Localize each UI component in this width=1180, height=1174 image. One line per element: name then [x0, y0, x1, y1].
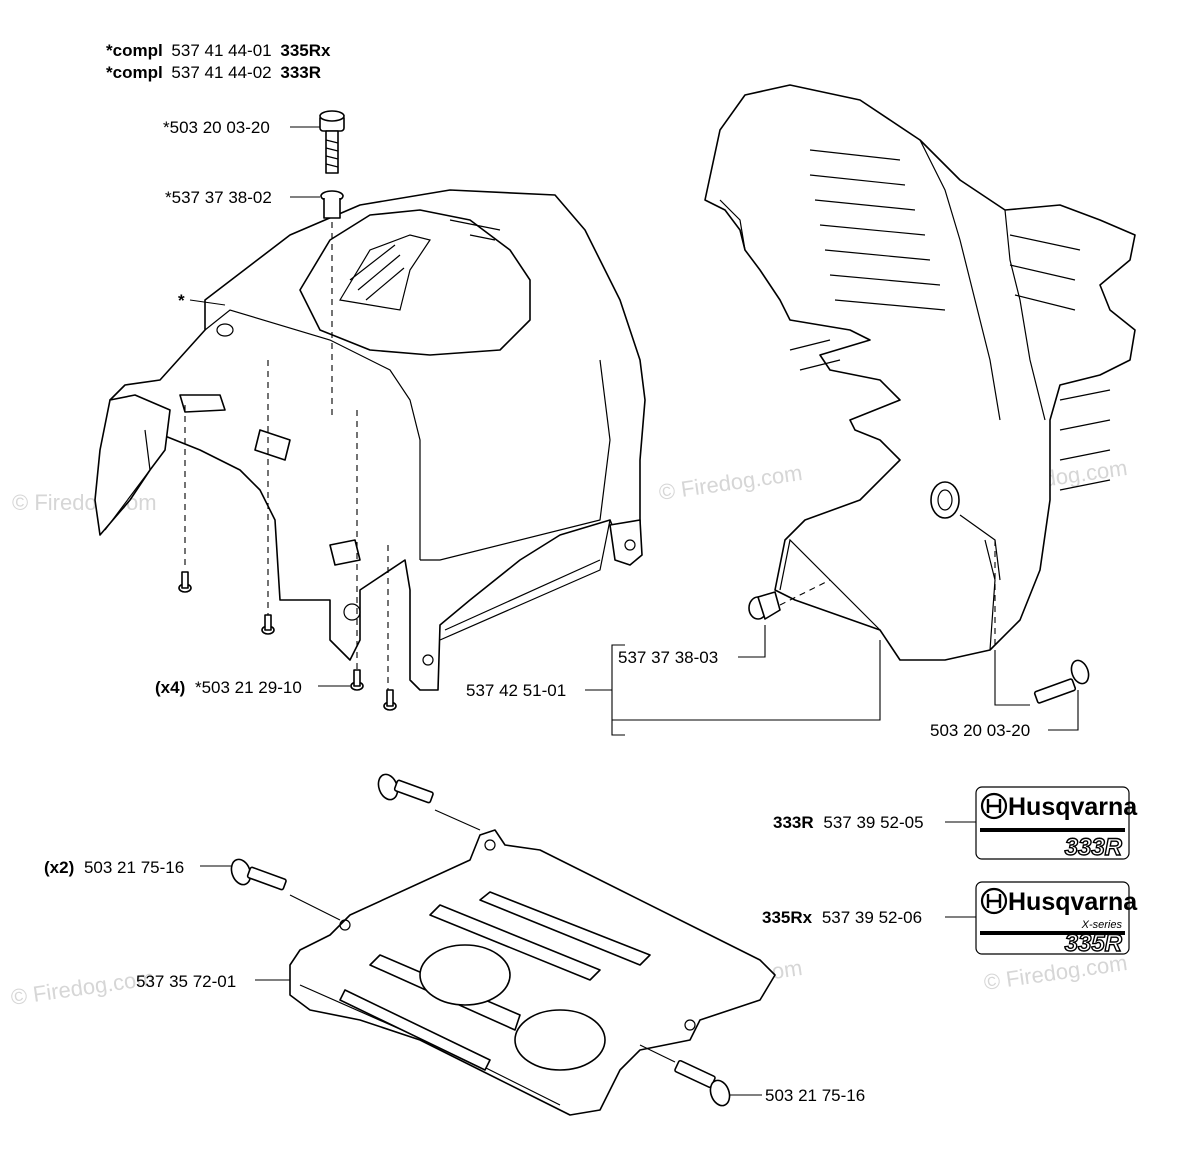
callout-screws-x4-part: *503 21 29-10 — [195, 678, 302, 697]
decal-model: 335R — [1065, 930, 1123, 957]
callout-screws-x2-part: 503 21 75-16 — [84, 858, 184, 877]
svg-text:333R 537 39 52-05: 333R 537 39 52-05 — [773, 813, 924, 832]
svg-text:*compl 537 41 44-01: *compl 537 41 44-01 335Rx — [106, 41, 331, 60]
header-line1-part: 537 41 44-01 — [171, 41, 271, 60]
decal-model: 333R — [1065, 834, 1123, 861]
rear-cover-part — [704, 84, 1136, 661]
callout-decal-335rx-model: 335Rx — [762, 908, 813, 927]
header-line2-model: 333R — [280, 63, 321, 82]
callout-screw-top: *503 20 03-20 — [163, 118, 270, 137]
callout-cover-right: 537 42 51-01 — [466, 681, 566, 700]
spacer-top — [320, 190, 344, 219]
decal-brand: Husqvarna — [1008, 888, 1138, 916]
husqvarna-logo-icon — [980, 887, 1008, 915]
callout-spacer-top: *537 37 38-02 — [165, 188, 272, 207]
decal-series: X-series — [1081, 919, 1123, 931]
callout-screw-bottom: 503 21 75-16 — [765, 1086, 865, 1105]
callout-screws-x2-qty: (x2) — [44, 858, 74, 877]
watermark: © Firedog.com — [9, 965, 156, 1010]
svg-text:*compl 537 41 44-02: *compl 537 41 44-02 333R — [106, 63, 321, 82]
screw-small-1 — [178, 405, 192, 593]
top-cover-part — [94, 189, 646, 691]
svg-text:(x4) *503 21 29-10: (x4) *503 21 29-10 — [155, 678, 302, 697]
screw-bottom-right — [674, 1059, 731, 1107]
assembly-header: *compl 537 41 44-01 335Rx *compl 537 41 … — [106, 41, 331, 82]
watermark: © Firedog.com — [657, 460, 804, 505]
screw-bottom-left — [230, 858, 287, 891]
header-line2-prefix: *compl — [106, 63, 163, 82]
callout-decal-333r-part: 537 39 52-05 — [823, 813, 923, 832]
callout-spacer-right: 537 37 38-03 — [618, 648, 718, 667]
husqvarna-logo-icon — [980, 792, 1008, 820]
callout-decal-333r-model: 333R — [773, 813, 814, 832]
callout-screw-right: 503 20 03-20 — [930, 721, 1030, 740]
callout-star: * — [178, 291, 185, 310]
decal-333r: Husqvarna 333R — [975, 786, 1138, 862]
decal-335r: Husqvarna X-series 335R — [975, 881, 1138, 958]
header-line1-prefix: *compl — [106, 41, 163, 60]
spacer-right — [748, 591, 781, 620]
screw-top — [319, 110, 345, 174]
screw-small-2 — [261, 360, 275, 635]
callout-plate: 537 35 72-01 — [136, 972, 236, 991]
header-line2-part: 537 41 44-02 — [171, 63, 271, 82]
screw-small-4 — [383, 545, 397, 711]
screw-small-3 — [350, 410, 364, 691]
header-line1-model: 335Rx — [280, 41, 331, 60]
callout-decal-335rx-part: 537 39 52-06 — [822, 908, 922, 927]
callout-screws-x4-qty: (x4) — [155, 678, 185, 697]
svg-text:335Rx 537 39 52-06: 335Rx 537 39 52-06 — [762, 908, 922, 927]
guard-plate-part — [289, 829, 776, 1116]
decal-brand: Husqvarna — [1008, 793, 1138, 821]
rear-cover-fasteners — [585, 540, 1090, 736]
guard-plate-fasteners — [200, 773, 762, 1107]
svg-text:(x2) 503 21 75-16: (x2) 503 21 75-16 — [44, 858, 184, 877]
screw-right — [1033, 659, 1090, 704]
top-cover-fasteners — [178, 110, 397, 711]
screw-bottom-upper — [377, 773, 434, 804]
